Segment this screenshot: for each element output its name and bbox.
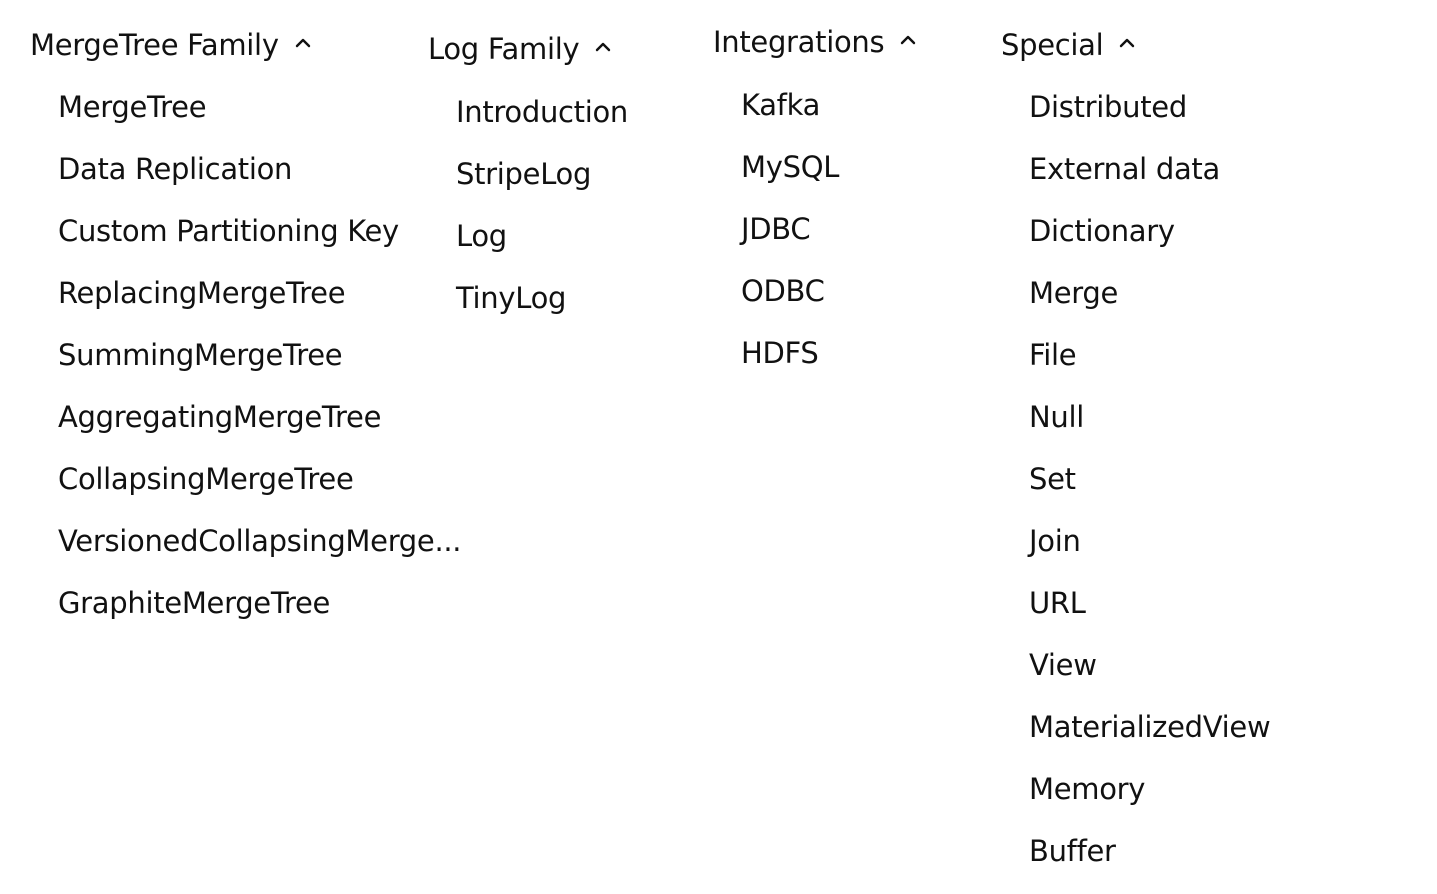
chevron-up-icon <box>1117 33 1137 53</box>
menu-item-distributed[interactable]: Distributed <box>1029 90 1187 124</box>
menu-item-hdfs[interactable]: HDFS <box>741 336 819 370</box>
group-mergetree-family: MergeTree Family MergeTree Data Replicat… <box>30 26 461 646</box>
chevron-up-icon <box>898 30 918 50</box>
menu-item-aggregatingmergetree[interactable]: AggregatingMergeTree <box>58 400 382 434</box>
group-special: Special Distributed External data Dictio… <box>1001 26 1271 894</box>
menu-item-introduction[interactable]: Introduction <box>456 95 629 129</box>
group-title: Integrations <box>713 25 885 59</box>
menu-item-log[interactable]: Log <box>456 219 507 253</box>
menu-item-collapsingmergetree[interactable]: CollapsingMergeTree <box>58 462 354 496</box>
menu-item-odbc[interactable]: ODBC <box>741 274 825 308</box>
menu-item-mysql[interactable]: MySQL <box>741 150 840 184</box>
group-header-log-family[interactable]: Log Family <box>428 30 628 68</box>
menu-item-url[interactable]: URL <box>1029 586 1086 620</box>
group-items: Distributed External data Dictionary Mer… <box>1001 88 1271 894</box>
menu-item-materializedview[interactable]: MaterializedView <box>1029 710 1271 744</box>
menu-item-custom-partitioning-key[interactable]: Custom Partitioning Key <box>58 214 399 248</box>
menu-item-external-data[interactable]: External data <box>1029 152 1220 186</box>
group-header-mergetree-family[interactable]: MergeTree Family <box>30 26 461 64</box>
group-items: MergeTree Data Replication Custom Partit… <box>30 88 461 646</box>
menu-item-null[interactable]: Null <box>1029 400 1084 434</box>
menu-item-graphitemergetree[interactable]: GraphiteMergeTree <box>58 586 331 620</box>
chevron-up-icon <box>593 37 613 57</box>
group-title: Special <box>1001 28 1104 62</box>
menu-item-buffer[interactable]: Buffer <box>1029 834 1116 868</box>
menu-item-set[interactable]: Set <box>1029 462 1076 496</box>
menu-item-mergetree[interactable]: MergeTree <box>58 90 207 124</box>
group-header-special[interactable]: Special <box>1001 26 1270 64</box>
menu-item-join[interactable]: Join <box>1029 524 1081 558</box>
menu-item-memory[interactable]: Memory <box>1029 772 1146 806</box>
menu-item-file[interactable]: File <box>1029 338 1077 372</box>
group-header-integrations[interactable]: Integrations <box>713 23 918 61</box>
group-title: Log Family <box>428 32 580 66</box>
group-items: Introduction StripeLog Log TinyLog <box>428 93 628 341</box>
group-items: Kafka MySQL JDBC ODBC HDFS <box>713 86 918 396</box>
group-title: MergeTree Family <box>30 28 279 62</box>
menu-item-kafka[interactable]: Kafka <box>741 88 821 122</box>
chevron-up-icon <box>293 33 313 53</box>
menu-item-versionedcollapsingmergetree[interactable]: VersionedCollapsingMerge... <box>58 524 462 558</box>
menu-item-replacingmergetree[interactable]: ReplacingMergeTree <box>58 276 346 310</box>
menu-item-jdbc[interactable]: JDBC <box>741 212 811 246</box>
menu-item-view[interactable]: View <box>1029 648 1097 682</box>
menu-item-data-replication[interactable]: Data Replication <box>58 152 293 186</box>
menu-item-stripelog[interactable]: StripeLog <box>456 157 592 191</box>
menu-item-merge[interactable]: Merge <box>1029 276 1119 310</box>
menu-item-summingmergetree[interactable]: SummingMergeTree <box>58 338 343 372</box>
group-log-family: Log Family Introduction StripeLog Log Ti… <box>428 30 628 341</box>
group-integrations: Integrations Kafka MySQL JDBC ODBC HDFS <box>713 23 918 396</box>
menu-item-dictionary[interactable]: Dictionary <box>1029 214 1175 248</box>
menu-item-tinylog[interactable]: TinyLog <box>456 281 567 315</box>
